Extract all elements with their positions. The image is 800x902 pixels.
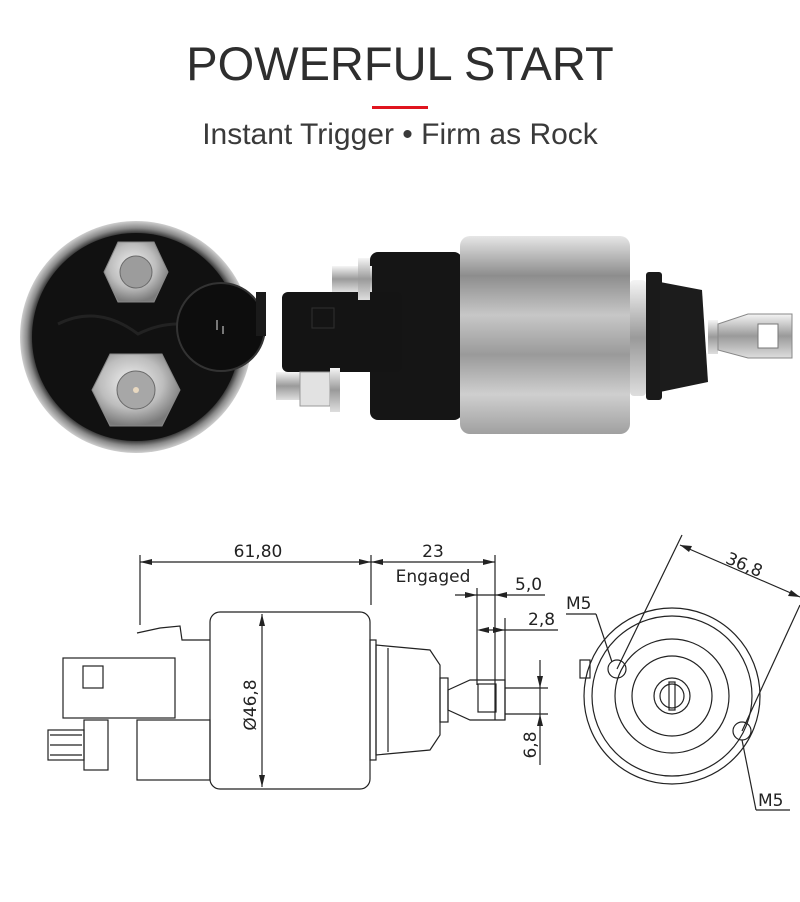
solenoid-end-view-photo <box>18 214 274 454</box>
dim-plunger-offset: 5,0 <box>515 575 542 595</box>
dim-thread-bottom: M5 <box>758 791 783 811</box>
dim-plunger-width: 2,8 <box>528 610 555 630</box>
dim-mount-spacing: 36,8 <box>723 549 766 582</box>
dimension-drawing-icon: 61,80 23 Engaged 5,0 2,8 Ø46,8 6,8 36,8 … <box>47 534 800 811</box>
dim-body-length: 61,80 <box>234 542 283 562</box>
solenoid-end-view-icon <box>20 221 266 453</box>
dim-stroke-note: Engaged <box>396 567 471 587</box>
technical-dimension-drawing: 61,80 23 Engaged 5,0 2,8 Ø46,8 6,8 36,8 … <box>0 470 800 898</box>
dim-stroke: 23 <box>422 542 444 562</box>
dim-eye-height: 6,8 <box>521 731 541 758</box>
dim-body-diameter: Ø46,8 <box>241 679 261 730</box>
dim-thread-top: M5 <box>566 594 591 614</box>
accent-divider <box>372 106 428 109</box>
solenoid-side-view-photo <box>272 232 800 438</box>
solenoid-side-view-icon <box>276 236 793 434</box>
page-subtitle: Instant Trigger • Firm as Rock <box>202 118 598 151</box>
page-title: POWERFUL START <box>186 37 614 90</box>
